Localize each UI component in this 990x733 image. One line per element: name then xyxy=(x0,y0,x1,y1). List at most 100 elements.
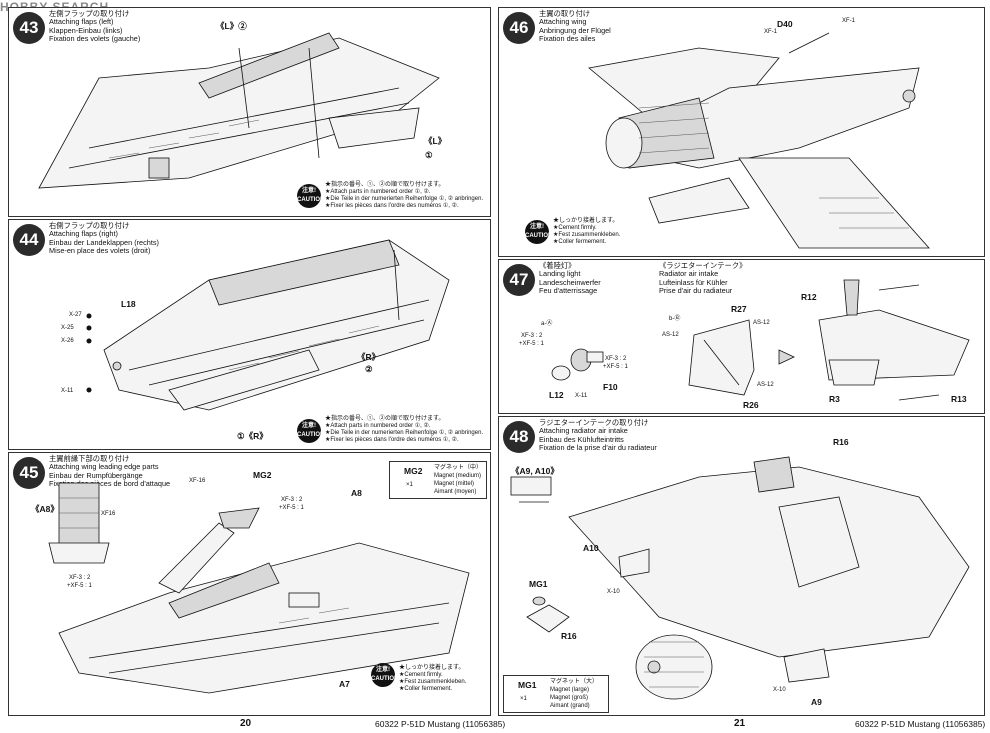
caution-fr: ★Coller fermement. xyxy=(553,239,607,245)
step-titles: ラジエターインテークの取り付け Attaching radiator air i… xyxy=(539,418,657,452)
label-x10b: X-10 xyxy=(773,687,786,693)
label-mg1: MG1 xyxy=(529,579,548,589)
label-a8-box: 《A8》 xyxy=(31,504,59,514)
label-xf1b: XF-1 xyxy=(764,29,778,35)
label-l-mid: 《L》 xyxy=(424,136,447,146)
label-r27: R27 xyxy=(731,304,747,314)
landing-light-titles: 《着陸灯》 Landing light Landescheinwerfer Fe… xyxy=(539,261,601,295)
caution-de: ★Fest zusammenkleben. xyxy=(399,679,467,685)
magnet-jp: マグネット（中） xyxy=(434,465,483,471)
caution-jp: ★しっかり接着します。 xyxy=(399,665,465,671)
title-en: Attaching wing leading edge parts xyxy=(49,462,159,472)
caution-en: ★Attach parts in numbered order ①, ②. xyxy=(325,423,431,429)
caution-badge: 注意! CAUTION xyxy=(371,663,398,687)
intake-drawing xyxy=(551,279,970,401)
title-fr: Mise-en place des volets (droit) xyxy=(49,245,151,255)
caution-badge: 注意! CAUTION xyxy=(297,419,324,443)
landing-de: Landescheinwerfer xyxy=(539,277,601,287)
magnet-en: Magnet (medium) xyxy=(434,473,482,479)
title-en: Attaching wing xyxy=(539,17,587,27)
label-as12c: AS-12 xyxy=(757,382,774,388)
label-x11: X-11 xyxy=(61,388,74,394)
radiator-jp: 《ラジエターインテーク》 xyxy=(659,261,747,270)
magnet-de: Magnet (groß) xyxy=(550,695,589,701)
caution-jp: ★しっかり接着します。 xyxy=(553,218,619,224)
step-titles: 右側フラップの取り付け Attaching flaps (right) Einb… xyxy=(49,221,159,255)
label-mg2: MG2 xyxy=(253,470,272,480)
magnet-fr: Aimant (grand) xyxy=(550,703,590,709)
label-xf16a: XF16 xyxy=(101,511,116,517)
magnet-mg2-box: MG2 ×1 マグネット（中） Magnet (medium) Magnet (… xyxy=(389,461,487,499)
caution-en: ★Cement firmly. xyxy=(399,672,443,678)
label-xf32b: XF-3 : 2 xyxy=(605,356,627,362)
magnet-de: Magnet (mittel) xyxy=(434,481,475,487)
caution-text: ★指示の番号、①、②の順で取り付けます。 ★Attach parts in nu… xyxy=(325,182,483,210)
caution-fr: ★Fixer les pièces dans l'ordre des numér… xyxy=(325,203,459,209)
label-as12a: AS-12 xyxy=(662,332,679,338)
label-r-low: ①《R》 xyxy=(237,431,268,441)
title-fr: Fixation des volets (gauche) xyxy=(49,33,141,43)
title-fr: Fixation des ailes xyxy=(539,33,596,43)
label-r-mid: 《R》 xyxy=(357,352,381,362)
title-jp: 右側フラップの取り付け xyxy=(49,221,130,230)
title-jp: ラジエターインテークの取り付け xyxy=(539,418,649,427)
title-de: Einbau des Kühlufteintritts xyxy=(539,434,624,444)
label-xf51: +XF-5 : 1 xyxy=(519,341,544,347)
step-48-panel: 48 ラジエターインテークの取り付け Attaching radiator ai… xyxy=(498,416,985,716)
label-d40: D40 xyxy=(777,19,793,29)
caution-text: ★指示の番号、①、②の順で取り付けます。 ★Attach parts in nu… xyxy=(325,416,483,444)
label-x27: X-27 xyxy=(69,312,82,318)
step-45-panel: 45 主翼前縁下部の取り付け Attaching wing leading ed… xyxy=(8,452,491,716)
magnet-jp: マグネット（大） xyxy=(550,679,599,685)
label-a8: A8 xyxy=(351,488,362,498)
caution-en: ★Attach parts in numbered order ①, ②. xyxy=(325,189,431,195)
title-fr: Fixation de la prise d'air du radiateur xyxy=(539,442,657,452)
label-xf3b: XF-3 : 2 xyxy=(281,497,303,503)
wing-right-drawing xyxy=(86,239,450,411)
radiator-titles: 《ラジエターインテーク》 Radiator air intake Luftein… xyxy=(659,261,747,295)
label-two: ② xyxy=(365,364,373,374)
step-44-panel: 44 右側フラップの取り付け Attaching flaps (right) E… xyxy=(8,219,491,450)
caution-text: ★しっかり接着します。 ★Cement firmly. ★Fest zusamm… xyxy=(553,218,620,246)
label-l-top: 《L》② xyxy=(216,21,247,31)
step-number: 47 xyxy=(503,264,535,296)
title-jp: 左側フラップの取り付け xyxy=(49,9,130,18)
label-r16b: R16 xyxy=(561,631,577,641)
label-a: a-Ⓐ xyxy=(541,321,553,327)
leading-edge-drawing xyxy=(48,482,470,694)
magnet-qty: ×1 xyxy=(406,482,413,488)
page-number-left: 20 xyxy=(240,718,252,729)
title-en: Attaching flaps (right) xyxy=(49,229,118,239)
label-r13: R13 xyxy=(951,394,967,404)
landing-en: Landing light xyxy=(539,269,581,279)
magnet-qty: ×1 xyxy=(520,696,527,702)
step-number: 46 xyxy=(503,12,535,44)
step-number: 48 xyxy=(503,421,535,453)
label-x11: X-11 xyxy=(575,393,588,399)
label-r12: R12 xyxy=(801,292,817,302)
caution-en: ★Cement firmly. xyxy=(553,225,597,231)
label-r3: R3 xyxy=(829,394,840,404)
label-xf5a: +XF-5 : 1 xyxy=(67,583,92,589)
title-en: Attaching flaps (left) xyxy=(49,17,114,27)
step-titles: 主翼の取り付け Attaching wing Anbringung der Fl… xyxy=(539,9,611,43)
title-de: Anbringung der Flügel xyxy=(539,25,611,35)
caution-de: ★Die Teile in der numerierten Reihenfolg… xyxy=(325,430,484,436)
wing-left-drawing xyxy=(38,32,440,189)
label-f10: F10 xyxy=(603,382,618,392)
caution-fr: ★Fixer les pièces dans l'ordre des numér… xyxy=(325,437,459,443)
landing-fr: Feu d'atterrissage xyxy=(539,285,598,295)
step-47-panel: 47 《着陸灯》 Landing light Landescheinwerfer… xyxy=(498,259,985,414)
caution-jp: ★指示の番号、①、②の順で取り付けます。 xyxy=(325,416,445,422)
label-xf51b: +XF-5 : 1 xyxy=(603,364,628,370)
footer-left: 60322 P-51D Mustang (11056385) xyxy=(375,719,506,729)
label-l18: L18 xyxy=(121,299,136,309)
title-jp: 主翼の取り付け xyxy=(539,9,591,18)
label-xf1a: XF-1 xyxy=(842,18,856,24)
radiator-install-drawing xyxy=(510,456,970,700)
step-number: 45 xyxy=(13,457,45,489)
label-b: b-Ⓑ xyxy=(669,316,681,322)
label-xf3a: XF-3 : 2 xyxy=(69,575,91,581)
footer-right: 60322 P-51D Mustang (11056385) xyxy=(855,719,986,729)
caution-fr: ★Coller fermement. xyxy=(399,686,453,692)
